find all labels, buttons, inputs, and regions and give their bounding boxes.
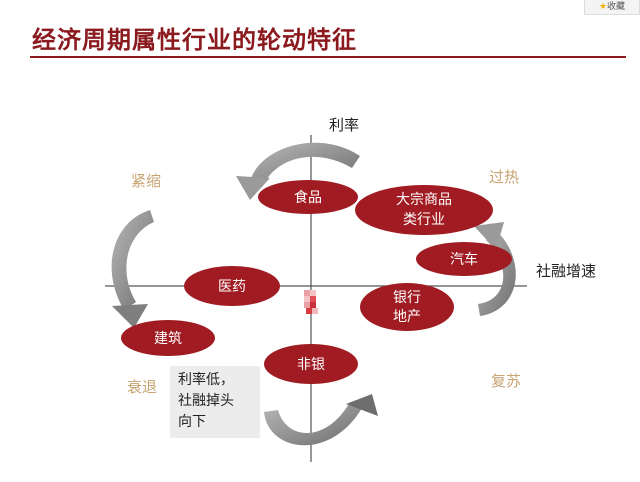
- annotation-line-3: 向下: [178, 414, 206, 430]
- sector-auto-label: 汽车: [450, 251, 478, 268]
- sector-commodities-label-line1: 大宗商品: [396, 192, 452, 208]
- arrow-left-icon: [111, 210, 154, 328]
- annotation-line-2: 社融掉头: [178, 393, 234, 409]
- sector-bank-realestate: 银行 地产: [360, 283, 454, 331]
- quadrant-label-overheating: 过热: [489, 168, 519, 186]
- sector-nonbank: 非银: [264, 344, 358, 384]
- page-title: 经济周期属性行业的轮动特征: [32, 26, 357, 54]
- star-icon: ★: [598, 2, 608, 12]
- origin-mark-icon: [304, 290, 318, 314]
- quadrant-label-recession: 衰退: [127, 378, 157, 396]
- quadrant-label-tightening: 紧缩: [131, 172, 161, 190]
- sector-pharma: 医药: [184, 266, 280, 306]
- arrow-bottom-icon: [264, 394, 378, 446]
- sector-commodities-label-line2: 类行业: [403, 212, 445, 228]
- sector-nonbank-label: 非银: [297, 357, 325, 373]
- annotation-line-1: 利率低，: [178, 372, 234, 388]
- sector-food-label: 食品: [294, 189, 322, 206]
- sector-pharma-label: 医药: [218, 279, 246, 295]
- sector-construction: 建筑: [121, 320, 215, 356]
- quadrant-label-recovery: 复苏: [491, 372, 521, 390]
- bookmark-label: 收藏: [607, 2, 626, 12]
- sector-food: 食品: [258, 180, 358, 214]
- sector-auto: 汽车: [416, 242, 512, 276]
- arrow-top-icon: [236, 142, 360, 200]
- sector-bank-realestate-label-line2: 地产: [393, 309, 421, 325]
- sector-construction-label: 建筑: [154, 331, 182, 347]
- title-underline: [30, 56, 626, 58]
- annotation-note: 利率低， 社融掉头 向下: [170, 366, 260, 438]
- sector-commodities: 大宗商品 类行业: [355, 185, 493, 235]
- x-axis-label: 社融增速: [536, 262, 596, 280]
- y-axis-label: 利率: [329, 116, 359, 134]
- sector-bank-realestate-label-line1: 银行: [393, 290, 421, 306]
